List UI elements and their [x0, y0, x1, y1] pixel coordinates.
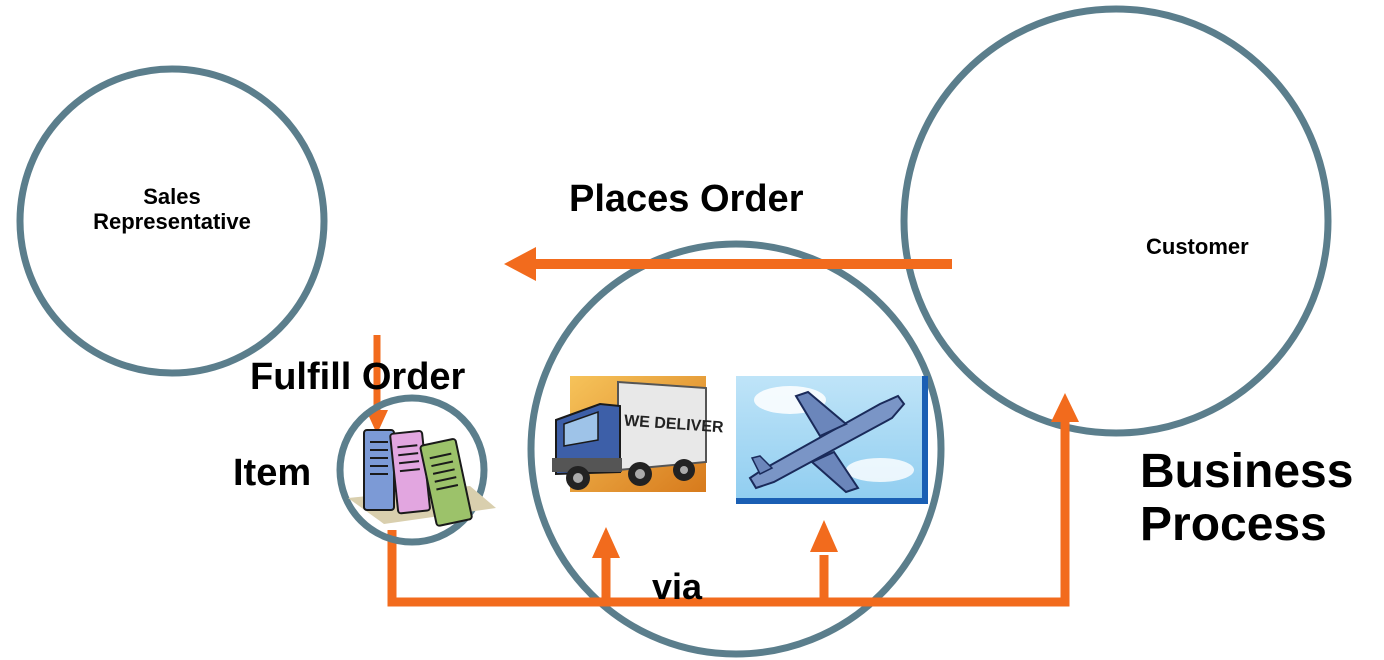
sales-rep-label-line2: Representative	[93, 209, 251, 235]
delivery-flow-arrow	[387, 393, 1079, 607]
sales-rep-circle	[16, 65, 328, 377]
delivery-truck-icon: WE DELIVER	[552, 376, 724, 492]
customer-circle	[900, 5, 1332, 437]
places-order-label: Places Order	[569, 178, 804, 220]
item-circle	[336, 394, 488, 546]
airplane-icon	[736, 376, 928, 504]
books-icon	[348, 429, 496, 527]
places-order-arrow	[504, 247, 952, 281]
via-circle	[527, 240, 945, 658]
fulfill-order-label: Fulfill Order	[250, 356, 466, 398]
diagram-title-line2: Process	[1140, 497, 1327, 551]
item-label: Item	[233, 452, 312, 494]
via-label: via	[652, 566, 703, 607]
customer-label: Customer	[1146, 234, 1249, 259]
fulfill-order-arrow	[366, 335, 388, 434]
diagram-title-line1: Business	[1140, 445, 1354, 498]
truck-lettering: WE DELIVER	[624, 413, 725, 437]
sales-rep-label: Sales Representative	[72, 184, 272, 235]
diagram-title: Business Process	[1140, 445, 1354, 552]
sales-rep-label-line1: Sales	[143, 184, 201, 209]
